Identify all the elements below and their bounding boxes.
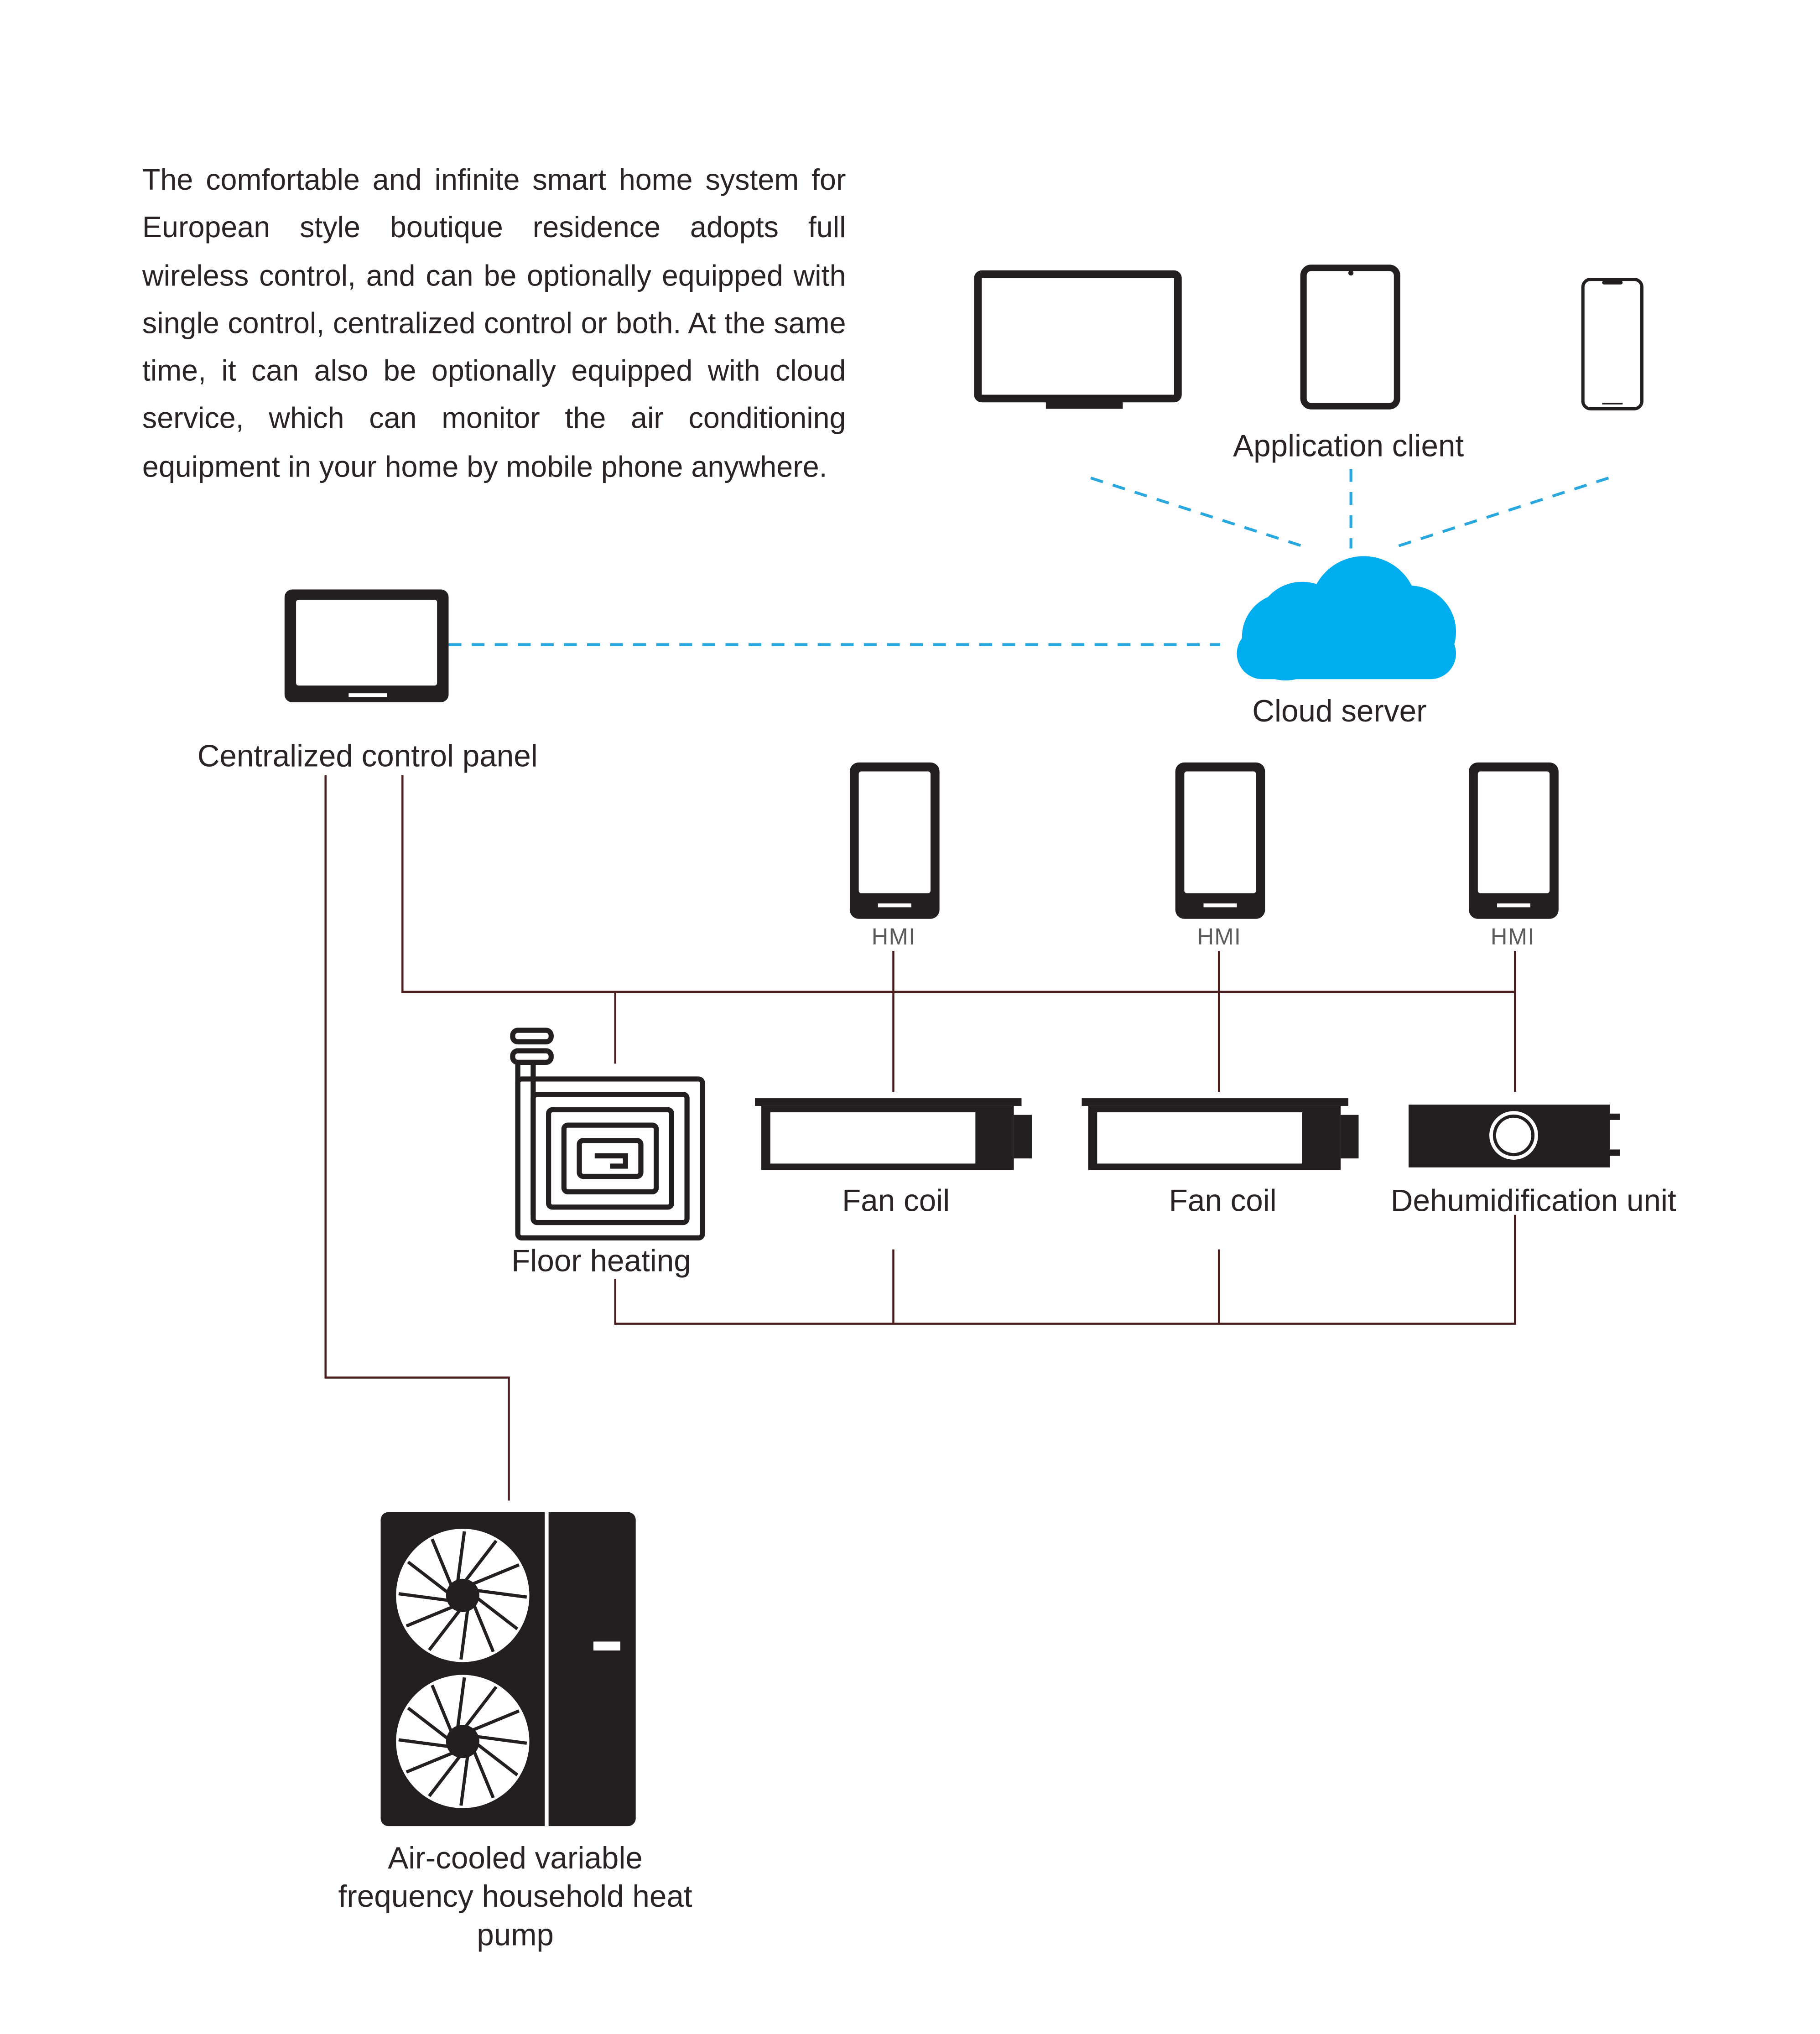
label-heat-pump: Air-cooled variable frequency household … bbox=[338, 1841, 692, 1953]
label-dehumidification-unit: Dehumidification unit bbox=[1390, 1184, 1676, 1219]
dehumidifier-icon bbox=[1409, 1105, 1620, 1167]
fan-blade bbox=[456, 1677, 466, 1728]
cloud-icon bbox=[1237, 556, 1456, 681]
label-cloud-server: Cloud server bbox=[1252, 694, 1427, 729]
fan-blade bbox=[473, 1605, 495, 1653]
fan-blade bbox=[398, 1738, 448, 1748]
label-floor-heating: Floor heating bbox=[511, 1244, 691, 1279]
fan-bottom-icon bbox=[396, 1675, 530, 1808]
wireless-link-phone bbox=[1390, 477, 1609, 550]
heat-pump-icon bbox=[380, 1512, 636, 1826]
label-centralized-control-panel: Centralized control panel bbox=[197, 739, 538, 774]
fan-blade bbox=[473, 1751, 495, 1799]
fan-blade bbox=[477, 1597, 519, 1630]
intro-paragraph: The comfortable and infinite smart home … bbox=[142, 162, 846, 483]
fan-blade bbox=[472, 1709, 520, 1732]
floor-heating-icon bbox=[510, 1027, 705, 1240]
hmi-3-device-icon bbox=[1469, 762, 1559, 919]
label-application-client: Application client bbox=[1233, 429, 1464, 464]
label-hmi-1: HMI bbox=[871, 924, 916, 950]
fan-blade bbox=[428, 1755, 461, 1797]
fan-blade bbox=[407, 1561, 449, 1594]
smartphone-icon bbox=[1581, 278, 1643, 410]
monitor-icon bbox=[974, 270, 1182, 409]
wire-heat-pump bbox=[324, 775, 510, 1501]
tablet-icon bbox=[1300, 265, 1400, 410]
fan-blade bbox=[472, 1563, 520, 1586]
fan-blade bbox=[398, 1592, 448, 1602]
fan-blade bbox=[431, 1684, 453, 1732]
wire-bottom-bus bbox=[614, 1214, 1516, 1325]
hmi-1-device-icon bbox=[849, 762, 940, 919]
fan-blade bbox=[459, 1756, 469, 1806]
label-hmi-2: HMI bbox=[1197, 924, 1242, 950]
fan-blade bbox=[477, 1743, 519, 1776]
fan-blade bbox=[459, 1609, 469, 1660]
fan-blade bbox=[464, 1540, 498, 1582]
fan-coil-1-icon bbox=[755, 1098, 1032, 1170]
control-panel-icon bbox=[284, 589, 449, 702]
fan-blade bbox=[406, 1751, 453, 1774]
fan-blade bbox=[407, 1707, 449, 1740]
fan-coil-2-icon bbox=[1082, 1098, 1359, 1170]
fan-blade bbox=[477, 1589, 527, 1599]
fan-blade bbox=[431, 1538, 453, 1586]
fan-blade bbox=[406, 1605, 453, 1628]
wired-links bbox=[324, 775, 1516, 1501]
wireless-link-monitor bbox=[1090, 477, 1310, 550]
label-fan-coil-1: Fan coil bbox=[842, 1184, 950, 1219]
label-hmi-3: HMI bbox=[1490, 924, 1535, 950]
label-fan-coil-2: Fan coil bbox=[1169, 1184, 1277, 1219]
wire-control-bus bbox=[401, 775, 1515, 993]
fan-blade bbox=[477, 1735, 527, 1745]
fan-blade bbox=[428, 1609, 461, 1651]
fan-blade bbox=[456, 1531, 466, 1581]
fan-top-icon bbox=[396, 1529, 530, 1662]
fan-blade bbox=[464, 1686, 498, 1728]
wireless-links bbox=[448, 469, 1609, 646]
hmi-2-device-icon bbox=[1175, 762, 1265, 919]
